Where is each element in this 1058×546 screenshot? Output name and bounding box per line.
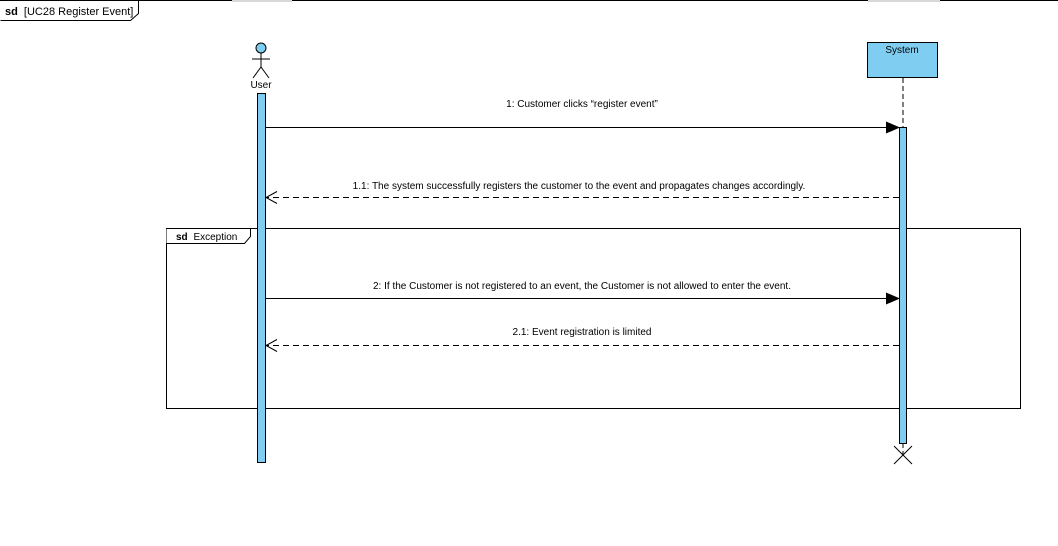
message-1-1[interactable]: 1.1: The system successfully registers t… xyxy=(264,181,899,204)
fragment-border xyxy=(166,228,1021,409)
system-head-box xyxy=(867,42,938,78)
message-2-1-arrowhead xyxy=(264,339,278,352)
frame-keyword: sd xyxy=(5,6,18,18)
system-label: System xyxy=(885,45,918,56)
frame-name: [UC28 Register Event] xyxy=(24,6,133,18)
actor-head xyxy=(255,42,267,54)
actor-right-leg xyxy=(260,66,270,79)
fragment-tab xyxy=(166,228,251,244)
message-1-1-arrowhead xyxy=(264,191,278,204)
fragment-name: Exception xyxy=(193,232,237,243)
canvas-tab-strip xyxy=(232,0,292,2)
system-activation-overlay xyxy=(899,226,907,412)
frame-label: sd [UC28 Register Event] xyxy=(5,6,133,18)
diagram-frame-tab[interactable]: sd [UC28 Register Event] xyxy=(0,0,139,21)
message-2-1-label: 2.1: Event registration is limited xyxy=(513,327,652,338)
message-1-1-label: 1.1: The system successfully registers t… xyxy=(353,181,806,192)
fragment-label: sd Exception xyxy=(176,232,237,243)
message-1[interactable]: 1: Customer clicks “register event” xyxy=(266,99,900,134)
canvas-tab-strip xyxy=(868,0,940,2)
system-lifeline[interactable]: System xyxy=(867,42,938,78)
message-2[interactable]: 2: If the Customer is not registered to … xyxy=(266,281,900,305)
user-actor[interactable]: User xyxy=(250,42,272,91)
frame-tab-outline xyxy=(0,0,139,21)
user-activation-overlay xyxy=(257,226,266,412)
message-1-label: 1: Customer clicks “register event” xyxy=(506,99,658,110)
actor-left-leg xyxy=(252,66,262,79)
message-2-1[interactable]: 2.1: Event registration is limited xyxy=(264,327,899,352)
message-2-label: 2: If the Customer is not registered to … xyxy=(373,281,791,292)
destruction-icon xyxy=(893,445,913,465)
fragment-keyword: sd xyxy=(176,232,188,243)
exception-fragment[interactable]: sd Exception xyxy=(166,228,1021,409)
user-label: User xyxy=(250,80,272,91)
